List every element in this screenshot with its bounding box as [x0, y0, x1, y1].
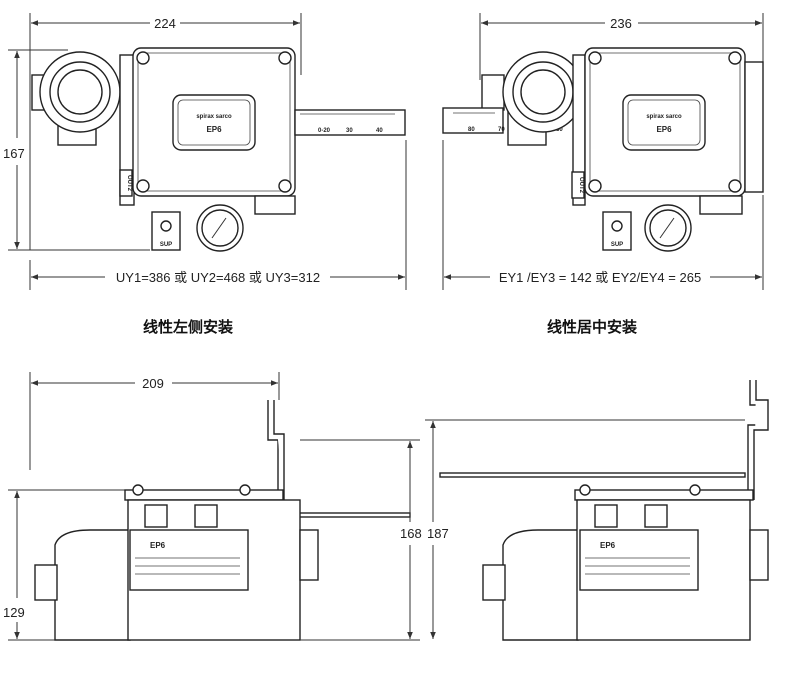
- scale-label: 0-20: [318, 128, 331, 134]
- bottom-left-view: 209 129 EP6 168: [3, 372, 422, 641]
- scale-label: 70: [498, 127, 505, 133]
- scale-label: 40: [376, 128, 383, 134]
- out2-port-label: OUT2: [578, 177, 584, 194]
- out2-port-label: OUT2: [126, 175, 132, 192]
- nameplate-model: EP6: [600, 541, 616, 550]
- caption-left-mounting: 线性左侧安装: [143, 318, 234, 336]
- length-dimension: EY1 /EY3 = 142 或 EY2/EY4 = 265: [499, 270, 701, 285]
- model-label: EP6: [206, 125, 222, 134]
- sup-port-label: SUP: [160, 242, 172, 248]
- scale-label: 80: [468, 127, 475, 133]
- width-dimension: 224: [154, 16, 176, 31]
- brand-logo: spirax sarco: [196, 114, 232, 120]
- scale-label: 30: [346, 128, 353, 134]
- height-dimension: 129: [3, 605, 25, 620]
- scale-label: 50: [556, 127, 563, 133]
- sup-port-label: SUP: [611, 242, 623, 248]
- width-dimension: 209: [142, 376, 164, 391]
- brand-logo: spirax sarco: [646, 114, 682, 120]
- length-dimension: UY1=386 或 UY2=468 或 UY3=312: [116, 270, 320, 285]
- height-dimension-187: 187: [427, 526, 449, 541]
- caption-center-mounting: 线性居中安装: [547, 318, 638, 336]
- height-dimension: 167: [3, 146, 25, 161]
- bottom-right-view: 187 EP6: [425, 380, 769, 641]
- nameplate-model: EP6: [150, 541, 166, 550]
- top-right-view: 236 80 70 50 spirax sarco EP6 OUT2 SUP E…: [442, 13, 764, 290]
- top-left-view: 224 167 spirax sarco EP6 0-20 30 40 OUT2…: [3, 13, 407, 290]
- width-dimension: 236: [610, 16, 632, 31]
- height-dimension-168: 168: [400, 526, 422, 541]
- model-label: EP6: [656, 125, 672, 134]
